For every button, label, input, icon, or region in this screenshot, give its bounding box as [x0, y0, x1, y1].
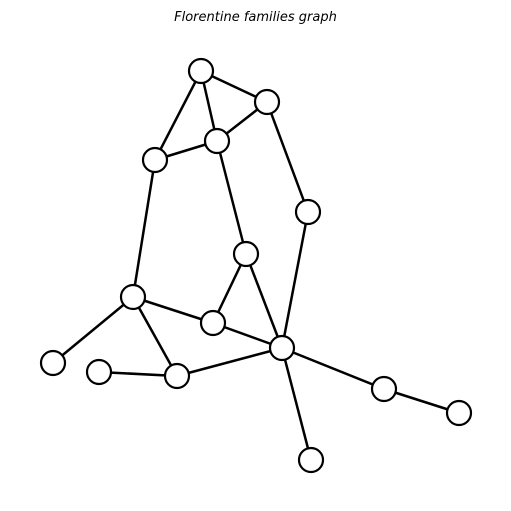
edge-n9-n14 — [280, 346, 313, 462]
graph-edges — [51, 69, 461, 462]
node-n14 — [297, 446, 325, 474]
node-n11 — [85, 358, 113, 386]
edge-n3-n6 — [131, 158, 157, 299]
node-n7 — [199, 309, 227, 337]
node-n3 — [141, 146, 169, 174]
edge-n12-n13 — [382, 387, 461, 415]
node-n9 — [268, 334, 296, 362]
edge-n6-n10 — [131, 295, 179, 378]
node-n5 — [232, 240, 260, 268]
node-n12 — [370, 375, 398, 403]
node-n8 — [39, 349, 67, 377]
node-n2 — [203, 127, 231, 155]
edge-n5-n9 — [244, 252, 284, 350]
edge-n6-n7 — [131, 295, 215, 325]
graph-nodes — [39, 57, 473, 474]
edge-n9-n12 — [280, 346, 386, 391]
edge-n6-n8 — [51, 295, 135, 365]
edge-n1-n4 — [265, 100, 310, 214]
edge-n2-n5 — [215, 139, 248, 256]
node-n1 — [253, 88, 281, 116]
edge-n9-n10 — [175, 346, 284, 378]
node-n13 — [445, 399, 473, 427]
node-n6 — [119, 283, 147, 311]
graph-title: Florentine families graph — [174, 10, 337, 25]
node-n0 — [187, 57, 215, 85]
node-n4 — [294, 198, 322, 226]
edge-n4-n9 — [280, 210, 310, 350]
node-n10 — [163, 362, 191, 390]
edge-n0-n3 — [153, 69, 203, 162]
